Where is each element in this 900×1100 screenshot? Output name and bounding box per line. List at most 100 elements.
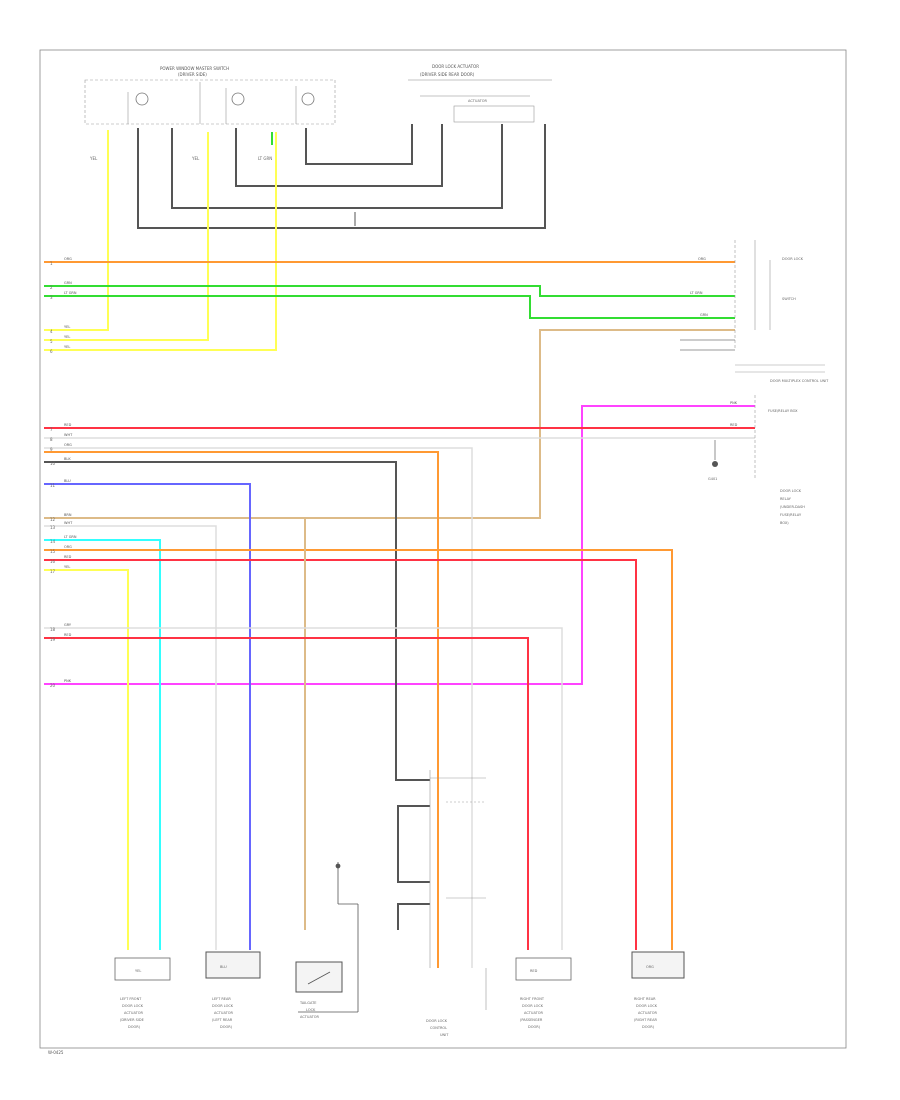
svg-text:5: 5 <box>50 339 53 344</box>
connector-control-unit: DOOR LOCK CONTROL UNIT <box>426 1019 449 1037</box>
connector-left-rear: BLU LEFT REAR DOOR LOCK ACTUATOR (LEFT R… <box>205 951 261 1029</box>
svg-text:CONTROL: CONTROL <box>430 1026 447 1030</box>
svg-text:17: 17 <box>50 569 56 574</box>
svg-text:YEL: YEL <box>64 325 70 329</box>
wire-yellow-1 <box>44 569 129 950</box>
svg-text:GRN: GRN <box>64 281 72 285</box>
svg-text:ACTUATOR: ACTUATOR <box>214 1011 233 1015</box>
svg-text:RELAY: RELAY <box>780 497 792 501</box>
svg-text:DOOR): DOOR) <box>128 1025 141 1029</box>
left-pin-labels: 1 2 3 4 5 6 7 8 9 10 11 12 13 14 15 16 1… <box>50 261 56 688</box>
svg-text:3: 3 <box>50 295 53 300</box>
svg-text:LOCK: LOCK <box>306 1008 316 1012</box>
wire-yellow-top-2 <box>44 132 209 341</box>
label-yel-2: YEL <box>191 156 200 161</box>
ground-label: G401 <box>708 477 717 481</box>
multiplex-label: DOOR MULTIPLEX CONTROL UNIT <box>770 379 829 383</box>
connector-right-front: RED RIGHT FRONT DOOR LOCK ACTUATOR (PASS… <box>515 957 572 1029</box>
svg-text:FUSE/RELAY: FUSE/RELAY <box>780 513 802 517</box>
svg-text:RED: RED <box>730 423 738 427</box>
svg-text:6: 6 <box>50 349 53 354</box>
svg-text:YEL: YEL <box>135 969 141 973</box>
svg-text:RED: RED <box>64 423 72 427</box>
connector-tailgate: TAILGATE LOCK ACTUATOR <box>295 961 343 1019</box>
wire-code-labels: ORG GRN LT GRN YEL YEL YEL RED WHT ORG B… <box>64 257 738 683</box>
top-harness <box>137 124 546 229</box>
svg-text:1: 1 <box>50 261 53 266</box>
svg-text:ACTUATOR: ACTUATOR <box>300 1015 319 1019</box>
svg-text:11: 11 <box>50 483 56 488</box>
fuse-relay-title: FUSE/RELAY BOX <box>768 409 798 413</box>
svg-text:LT GRN: LT GRN <box>690 291 703 295</box>
wire-yellow-top-3 <box>44 132 277 351</box>
lower-harness <box>397 805 430 930</box>
wire-green-1 <box>44 285 735 297</box>
svg-text:ACTUATOR: ACTUATOR <box>124 1011 143 1015</box>
tailgate-detail <box>298 862 359 1013</box>
svg-text:RED: RED <box>64 555 72 559</box>
right-upper-block: DOOR LOCK SWITCH DOOR MULTIPLEX CONTROL … <box>680 240 829 383</box>
svg-text:16: 16 <box>50 559 56 564</box>
wire-white-4 <box>44 627 563 950</box>
svg-text:(LEFT REAR: (LEFT REAR <box>212 1018 233 1022</box>
svg-text:10: 10 <box>50 461 56 466</box>
wire-orange-3 <box>44 549 673 950</box>
svg-text:PNK: PNK <box>730 401 738 405</box>
svg-text:BOX): BOX) <box>780 521 789 525</box>
top-module-title: POWER WINDOW MASTER SWITCH <box>160 66 229 71</box>
svg-text:ACTUATOR: ACTUATOR <box>524 1011 543 1015</box>
svg-text:14: 14 <box>50 539 56 544</box>
connector-left-front: YEL LEFT FRONT DOOR LOCK ACTUATOR (DRIVE… <box>114 957 171 1029</box>
wire-black-1 <box>44 461 430 781</box>
wire-pink-1 <box>44 405 755 685</box>
svg-text:LEFT REAR: LEFT REAR <box>212 997 231 1001</box>
svg-text:DOOR LOCK: DOOR LOCK <box>780 489 802 493</box>
svg-text:LEFT FRONT: LEFT FRONT <box>120 997 142 1001</box>
svg-text:(DRIVER SIDE: (DRIVER SIDE <box>120 1018 144 1022</box>
svg-text:GRY: GRY <box>64 623 72 627</box>
svg-text:7: 7 <box>50 427 53 432</box>
svg-text:20: 20 <box>50 683 56 688</box>
top-module-subtitle: (DRIVER SIDE) <box>178 72 207 77</box>
wire-orange-2 <box>44 451 439 968</box>
svg-text:TAILGATE: TAILGATE <box>299 1001 316 1005</box>
svg-text:ORG: ORG <box>698 257 706 261</box>
svg-text:8: 8 <box>50 437 53 442</box>
wire-white-2 <box>44 447 473 968</box>
fuse-relay-text: DOOR LOCK RELAY (UNDER-DASH FUSE/RELAY B… <box>780 489 805 525</box>
connector-right-rear: ORG RIGHT REAR DOOR LOCK ACTUATOR (RIGHT… <box>631 951 685 1029</box>
svg-text:GRN: GRN <box>700 313 708 317</box>
svg-text:RIGHT REAR: RIGHT REAR <box>634 997 656 1001</box>
svg-text:DOOR): DOOR) <box>642 1025 655 1029</box>
svg-text:RED: RED <box>64 633 72 637</box>
svg-text:(PASSENGER: (PASSENGER <box>520 1018 543 1022</box>
svg-text:DOOR LOCK: DOOR LOCK <box>636 1004 658 1008</box>
wire-red-3 <box>44 637 529 950</box>
svg-text:(RIGHT REAR: (RIGHT REAR <box>634 1018 657 1022</box>
door-lock-label: DOOR LOCK <box>782 257 804 261</box>
svg-text:19: 19 <box>50 637 56 642</box>
svg-text:15: 15 <box>50 549 56 554</box>
svg-text:2: 2 <box>50 285 53 290</box>
svg-text:9: 9 <box>50 447 53 452</box>
top-module: POWER WINDOW MASTER SWITCH (DRIVER SIDE) <box>84 66 336 125</box>
svg-text:DOOR LOCK: DOOR LOCK <box>522 1004 544 1008</box>
wire-blue-1 <box>44 483 251 950</box>
control-unit-box <box>429 770 487 1010</box>
svg-text:YEL: YEL <box>64 565 70 569</box>
svg-text:ACTUATOR: ACTUATOR <box>638 1011 657 1015</box>
svg-text:WHT: WHT <box>64 521 73 525</box>
svg-text:DOOR LOCK: DOOR LOCK <box>212 1004 234 1008</box>
switch-motor-2 <box>231 92 245 106</box>
svg-text:DOOR LOCK: DOOR LOCK <box>122 1004 144 1008</box>
svg-text:ORG: ORG <box>64 545 72 549</box>
svg-text:BLU: BLU <box>64 479 71 483</box>
svg-text:LT GRN: LT GRN <box>64 535 77 539</box>
wire-red-2 <box>44 559 637 950</box>
wire-white-3 <box>44 525 217 950</box>
svg-text:BRN: BRN <box>64 513 72 517</box>
svg-text:ORG: ORG <box>64 257 72 261</box>
top-right-actuator: DOOR LOCK ACTUATOR (DRIVER SIDE REAR DOO… <box>408 64 552 123</box>
switch-motor-1 <box>135 92 149 106</box>
svg-text:ORG: ORG <box>646 965 654 969</box>
